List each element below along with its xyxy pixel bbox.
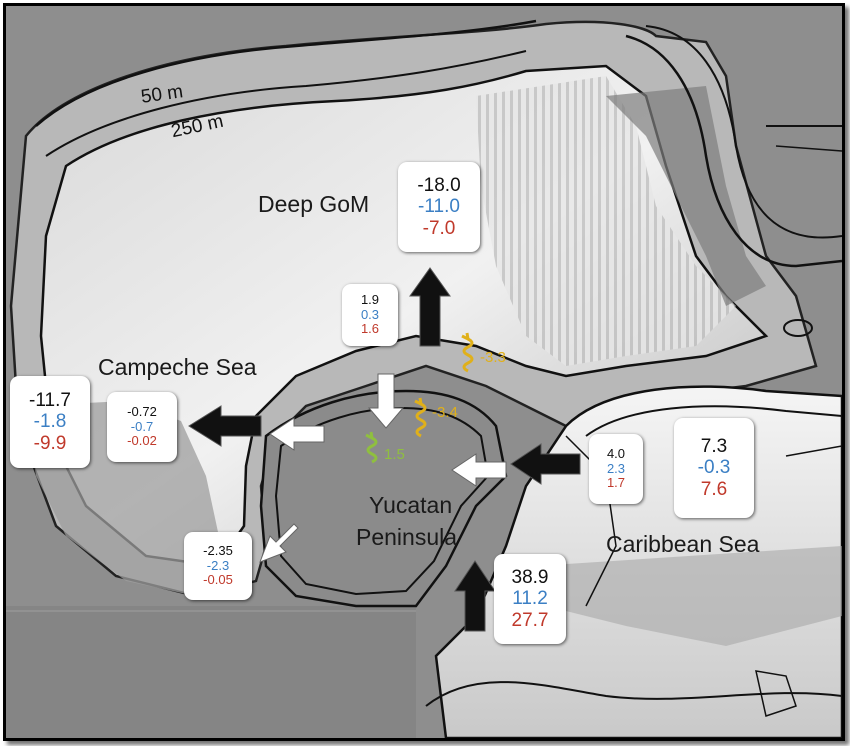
region-label-yucatan: Yucatan [369, 492, 453, 518]
value-total: -0.72 [127, 404, 157, 420]
arrow-west-white-carib [451, 453, 507, 487]
eddy-value-mid: -3.4 [432, 404, 458, 421]
value-box-caribbean-outer: 7.3 -0.3 7.6 [674, 418, 754, 518]
arrow-north [409, 267, 451, 347]
eddy-east-icon [462, 337, 474, 373]
value-total: 38.9 [511, 567, 549, 589]
arrow-west-caribbean [510, 443, 581, 485]
value-red: -0.02 [127, 433, 157, 449]
value-blue: 0.3 [360, 306, 380, 322]
east-slope [476, 76, 736, 366]
value-box-campeche-inner: -0.72 -0.7 -0.02 [107, 392, 177, 462]
value-red: -0.05 [203, 572, 233, 588]
value-total: 4.0 [606, 446, 626, 462]
value-blue: 2.3 [606, 460, 626, 476]
land-southwest [6, 606, 416, 738]
arrow-west-campeche [188, 405, 262, 447]
value-total: 1.9 [360, 292, 380, 308]
value-red: 7.6 [700, 478, 728, 500]
value-total: 7.3 [700, 436, 728, 458]
value-total: -18.0 [417, 175, 461, 197]
value-total: -2.35 [203, 543, 233, 559]
eddy-shelf-icon [366, 436, 378, 464]
yucatan-land [259, 389, 508, 608]
eddy-value-shelf: 1.5 [384, 446, 405, 463]
arrow-southwest-white [259, 523, 299, 563]
value-red: 1.6 [360, 321, 380, 337]
region-label-campeche-sea: Campeche Sea [98, 354, 257, 380]
value-red: -7.0 [422, 217, 456, 239]
value-blue: -2.3 [206, 557, 230, 573]
value-box-yucatan-channel: 38.9 11.2 27.7 [494, 554, 566, 644]
arrow-north-channel [454, 560, 496, 632]
value-box-deep-gom: -18.0 -11.0 -7.0 [398, 162, 480, 252]
value-blue: -0.3 [697, 457, 731, 479]
value-red: -9.9 [33, 432, 67, 454]
florida-shelf-dark [606, 86, 766, 306]
value-box-campeche-west: -11.7 -1.8 -9.9 [10, 376, 90, 468]
value-red: 27.7 [511, 609, 549, 631]
value-blue: -1.8 [33, 411, 67, 433]
arrow-south-white [367, 373, 405, 429]
value-blue: -11.0 [418, 196, 460, 218]
region-label-deep-gom: Deep GoM [258, 191, 370, 217]
value-box-southwest: -2.35 -2.3 -0.05 [184, 532, 252, 600]
value-box-caribbean-inner: 4.0 2.3 1.7 [589, 434, 643, 504]
value-total: -11.7 [29, 390, 71, 412]
value-blue: 11.2 [512, 588, 548, 610]
region-label-peninsula: Peninsula [356, 524, 458, 550]
caribbean-ridge [536, 546, 842, 646]
value-blue: -0.7 [130, 418, 154, 434]
bathymetry-map [6, 6, 842, 738]
map-frame: 50 m 250 m Deep GoM Campeche Sea Yucatan… [3, 3, 845, 741]
region-label-caribbean-sea: Caribbean Sea [606, 531, 760, 557]
eddy-value-east: -3.3 [480, 349, 506, 366]
arrow-west-white-shelf [269, 417, 325, 451]
eddy-mid-icon [415, 402, 427, 438]
value-red: 1.7 [606, 475, 626, 491]
value-box-north-shelf: 1.9 0.3 1.6 [342, 284, 398, 346]
